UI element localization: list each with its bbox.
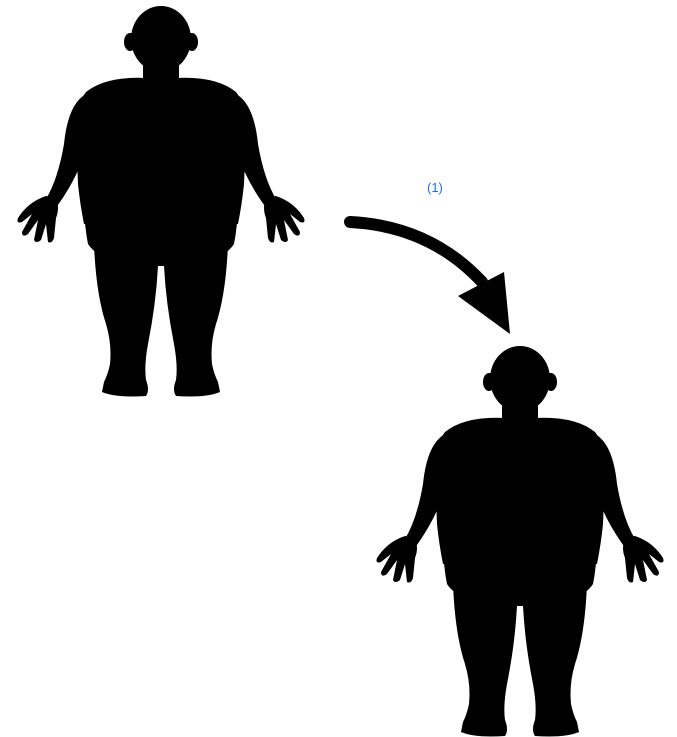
human-silhouette-start <box>18 6 305 397</box>
curved-arrow-icon <box>350 222 510 334</box>
human-silhouette-end <box>377 346 664 737</box>
arrow-step-label: (1) <box>427 180 443 195</box>
